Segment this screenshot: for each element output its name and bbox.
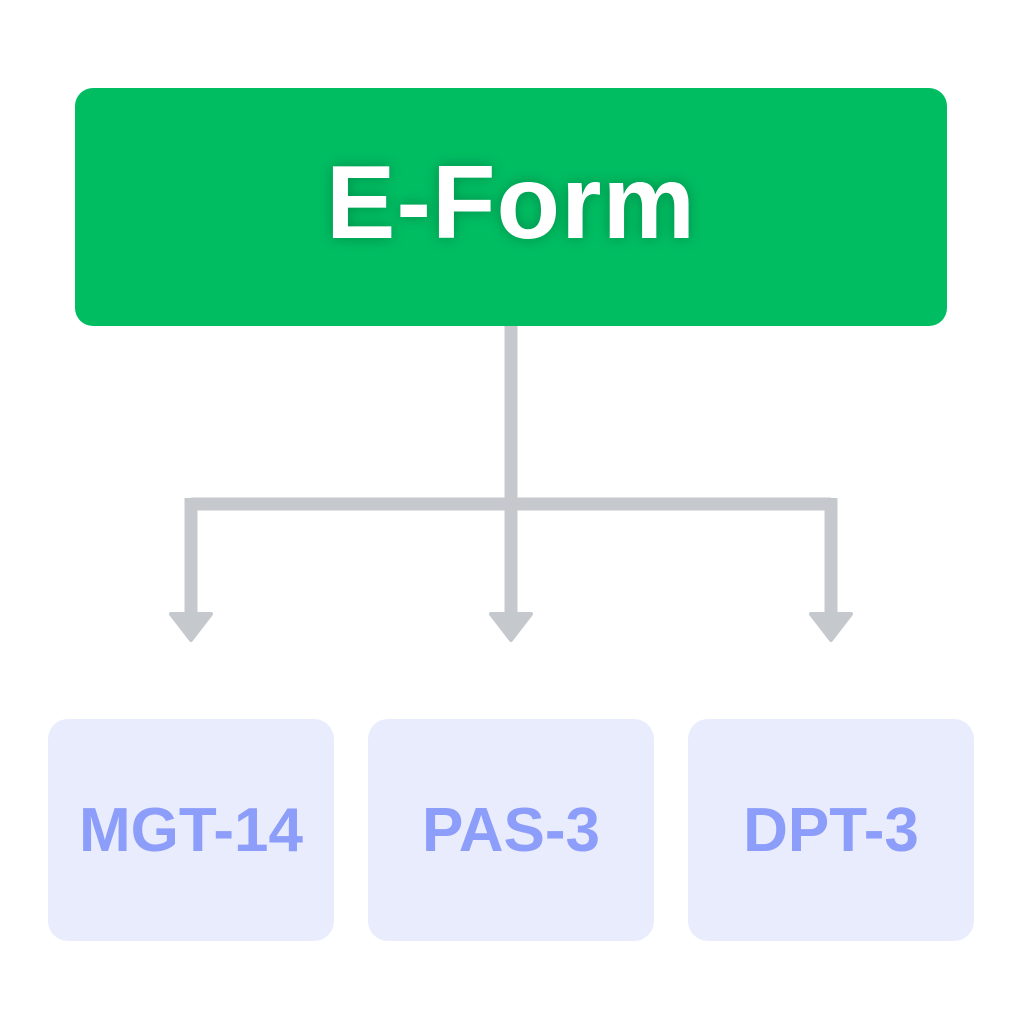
root-node-label: E-Form	[326, 144, 696, 261]
child-node-dpt-3: DPT-3	[688, 719, 974, 941]
child-node-label: DPT-3	[743, 795, 919, 865]
child-node-label: MGT-14	[79, 795, 303, 865]
child-node-mgt-14: MGT-14	[48, 719, 334, 941]
child-node-pas-3: PAS-3	[368, 719, 654, 941]
arrowhead-dpt-3	[809, 612, 853, 642]
arrowhead-pas-3	[489, 612, 533, 642]
arrowhead-mgt-14	[169, 612, 213, 642]
root-node: E-Form	[75, 88, 947, 326]
child-node-label: PAS-3	[421, 795, 600, 865]
